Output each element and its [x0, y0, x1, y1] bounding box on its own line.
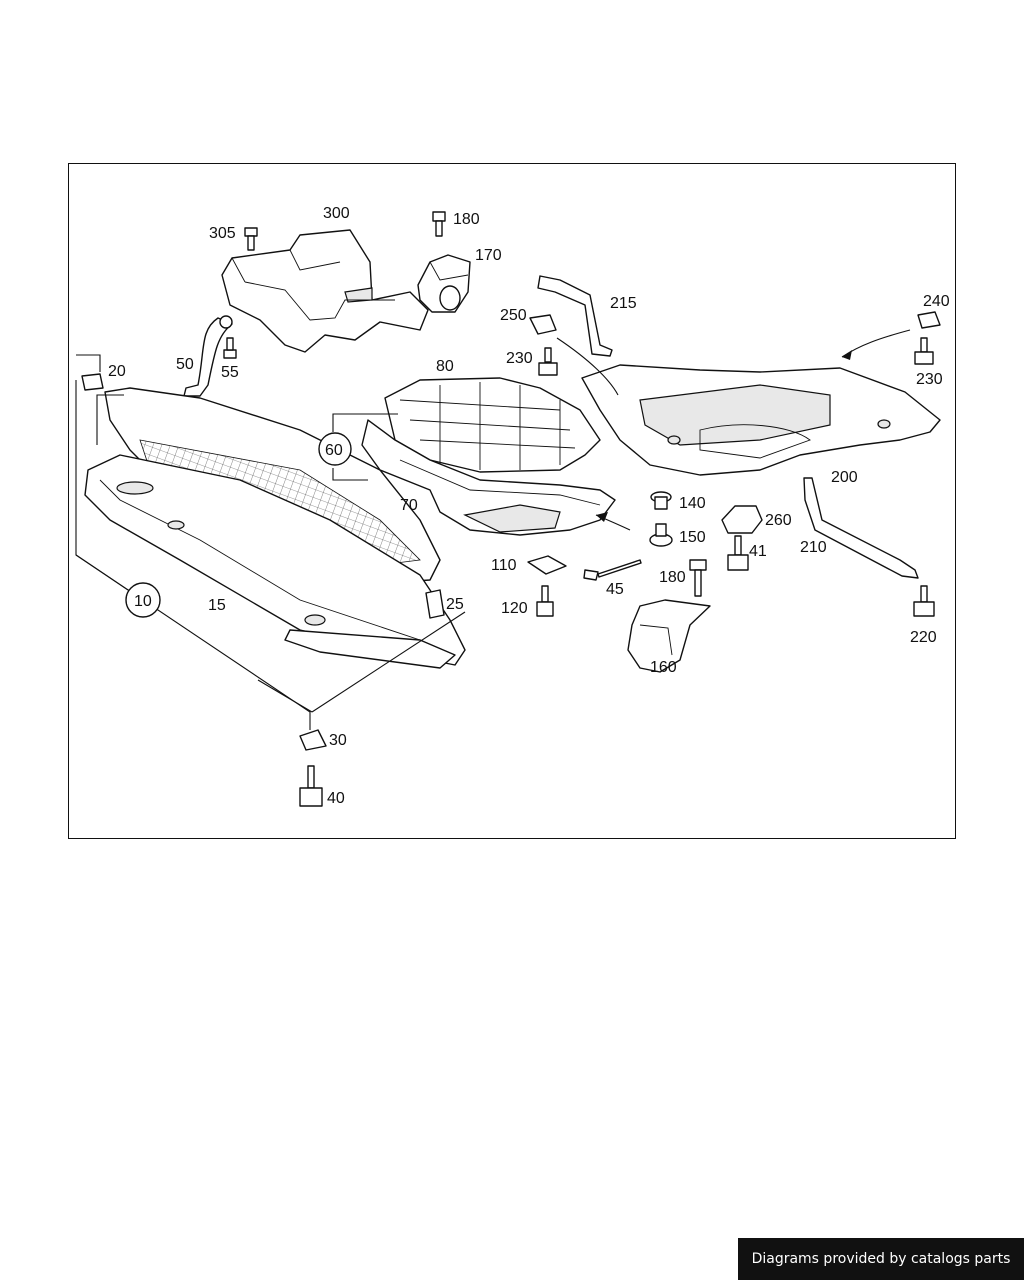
screw-230-left	[538, 347, 558, 376]
label-30: 30	[329, 732, 347, 749]
footer-credit-badge: Diagrams provided by catalogs parts	[738, 1238, 1024, 1280]
clip-25	[425, 589, 445, 619]
nut-110	[527, 555, 567, 575]
bolt-55	[223, 337, 237, 359]
clip-240	[917, 311, 941, 329]
arrowheads	[596, 350, 852, 522]
label-180-lower: 180	[659, 569, 686, 586]
label-215: 215	[610, 295, 637, 312]
label-50: 50	[176, 356, 194, 373]
part-15-front-panel	[84, 387, 466, 669]
label-200: 200	[831, 469, 858, 486]
screw-41	[727, 535, 749, 571]
screw-220	[913, 585, 935, 617]
label-20: 20	[108, 363, 126, 380]
clip-20	[81, 373, 104, 391]
label-41: 41	[749, 543, 767, 560]
label-45: 45	[606, 581, 624, 598]
label-160: 160	[650, 659, 677, 676]
label-230-left: 230	[506, 350, 533, 367]
part-number-labels: 305 300 180 170 215 240 250 230 230 80 2…	[108, 205, 950, 807]
label-150: 150	[679, 529, 706, 546]
label-240: 240	[923, 293, 950, 310]
label-10: 10	[134, 593, 152, 610]
bolt-305	[244, 227, 258, 251]
part-160-deflector	[627, 599, 711, 673]
label-70: 70	[400, 497, 418, 514]
label-180-top: 180	[453, 211, 480, 228]
grommet-150	[649, 523, 673, 547]
part-200-rear-panel	[581, 364, 941, 476]
screw-230-right	[914, 337, 934, 365]
part-215-bracket	[537, 275, 613, 357]
label-140: 140	[679, 495, 706, 512]
label-260: 260	[765, 512, 792, 529]
bolt-180-lower	[689, 559, 707, 597]
part-300-cover	[221, 229, 429, 353]
bolt-180-top	[432, 211, 446, 237]
label-210: 210	[800, 539, 827, 556]
label-230-right: 230	[916, 371, 943, 388]
part-170-bracket	[417, 254, 471, 313]
part-70-lower-tray	[361, 419, 616, 536]
label-110: 110	[491, 557, 517, 574]
screw-120	[536, 585, 554, 617]
label-250: 250	[500, 307, 527, 324]
label-55: 55	[221, 364, 239, 381]
label-220: 220	[910, 629, 937, 646]
label-40: 40	[327, 790, 345, 807]
pad-260	[721, 505, 763, 534]
nut-30	[299, 729, 327, 751]
plug-140	[650, 491, 672, 510]
cable-tie-45	[583, 559, 642, 581]
callout-circle-10	[125, 582, 161, 618]
footer-credit-text: Diagrams provided by catalogs parts	[751, 1251, 1011, 1267]
label-25: 25	[446, 596, 464, 613]
label-305: 305	[209, 225, 236, 242]
label-300: 300	[323, 205, 350, 222]
label-170: 170	[475, 247, 502, 264]
callout-circle-60	[318, 432, 352, 466]
label-80: 80	[436, 358, 454, 375]
screw-40	[299, 765, 323, 807]
part-210-bracket	[803, 477, 919, 579]
part-50-bracket	[183, 315, 233, 397]
label-120: 120	[501, 600, 528, 617]
diagram-frame	[68, 163, 956, 839]
label-15: 15	[208, 597, 226, 614]
label-60: 60	[325, 442, 343, 459]
clip-250	[529, 314, 557, 335]
